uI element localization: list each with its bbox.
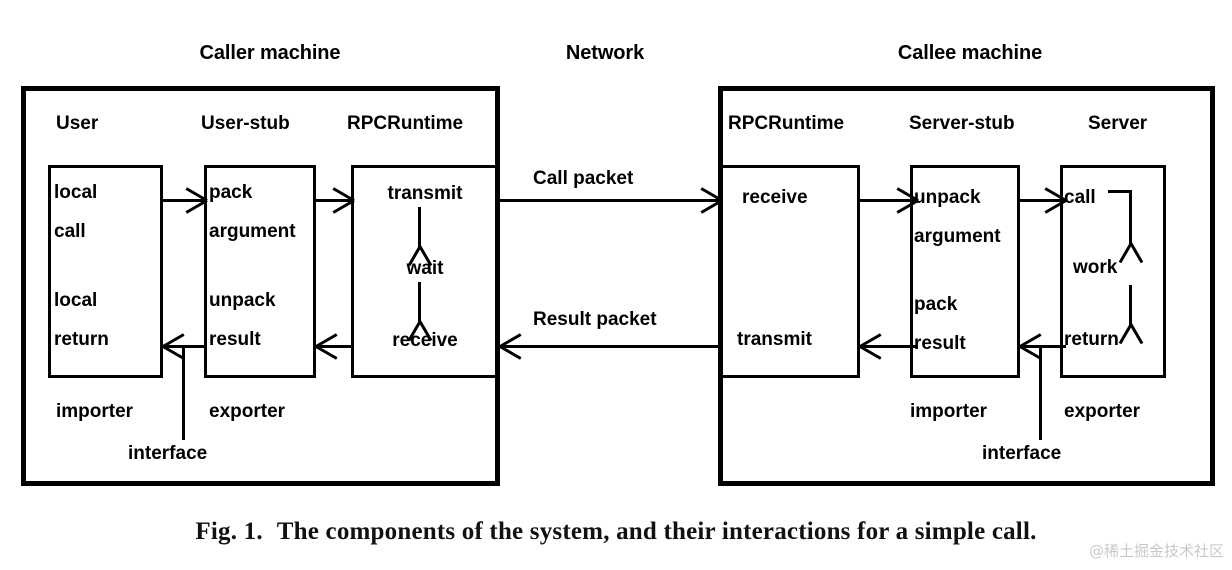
caller-interface-label: interface	[128, 443, 208, 464]
caller-runtime-wait: wait	[406, 258, 444, 279]
network-title: Network	[565, 42, 645, 64]
caller-user-local-return-line2: return	[54, 329, 109, 350]
callee-column-title-server: Server	[1088, 113, 1148, 134]
caller-column-title-user-stub: User-stub	[201, 113, 290, 134]
callee-server-stub-box	[910, 165, 1020, 378]
caller-column-title-user: User	[56, 113, 99, 134]
figure-number: Fig. 1.	[195, 518, 263, 545]
caller-runtime-transmit: transmit	[387, 183, 463, 204]
figure-caption-text: The components of the system, and their …	[276, 518, 1037, 545]
network-result-packet-label: Result packet	[533, 309, 657, 330]
figure-caption: Fig. 1. The components of the system, and…	[0, 518, 1232, 546]
caller-user-box	[48, 165, 163, 378]
callee-stub-pack-line2: result	[914, 333, 966, 354]
watermark: @稀土掘金技术社区	[1088, 542, 1224, 560]
caller-user-local-call-line2: call	[54, 221, 86, 242]
network-call-packet-label: Call packet	[533, 168, 634, 189]
callee-stub-pack-line1: pack	[914, 294, 958, 315]
callee-machine-title: Callee machine	[897, 42, 1043, 64]
callee-role-exporter: exporter	[1064, 401, 1141, 422]
callee-rpcruntime-box	[720, 165, 860, 378]
callee-runtime-transmit: transmit	[737, 329, 812, 350]
caller-stub-unpack-line1: unpack	[209, 290, 276, 311]
caller-role-exporter: exporter	[209, 401, 286, 422]
callee-role-importer: importer	[910, 401, 988, 422]
callee-interface-label: interface	[982, 443, 1062, 464]
callee-server-work: work	[1073, 257, 1118, 278]
callee-runtime-receive: receive	[742, 187, 808, 208]
caller-column-title-rpcruntime: RPCRuntime	[347, 113, 464, 134]
callee-stub-unpack-line1: unpack	[914, 187, 981, 208]
callee-interface-pointer-line	[1039, 348, 1042, 440]
caller-stub-unpack-line2: result	[209, 329, 261, 350]
callee-column-title-server-stub: Server-stub	[909, 113, 1015, 134]
callee-server-box	[1060, 165, 1166, 378]
callee-stub-unpack-line2: argument	[914, 226, 1001, 247]
caller-role-importer: importer	[56, 401, 134, 422]
caller-runtime-receive: receive	[392, 330, 458, 351]
callee-server-call: call	[1064, 187, 1096, 208]
callee-column-title-rpcruntime: RPCRuntime	[728, 113, 845, 134]
caller-user-local-call-line1: local	[54, 182, 98, 203]
caller-machine-title: Caller machine	[199, 42, 341, 64]
callee-server-return: return	[1064, 329, 1119, 350]
caller-stub-pack-line1: pack	[209, 182, 253, 203]
caller-interface-pointer-line	[182, 348, 185, 440]
caller-user-local-return-line1: local	[54, 290, 98, 311]
caller-rpcruntime-box	[351, 165, 499, 378]
caller-stub-pack-line2: argument	[209, 221, 296, 242]
caller-user-stub-box	[204, 165, 316, 378]
